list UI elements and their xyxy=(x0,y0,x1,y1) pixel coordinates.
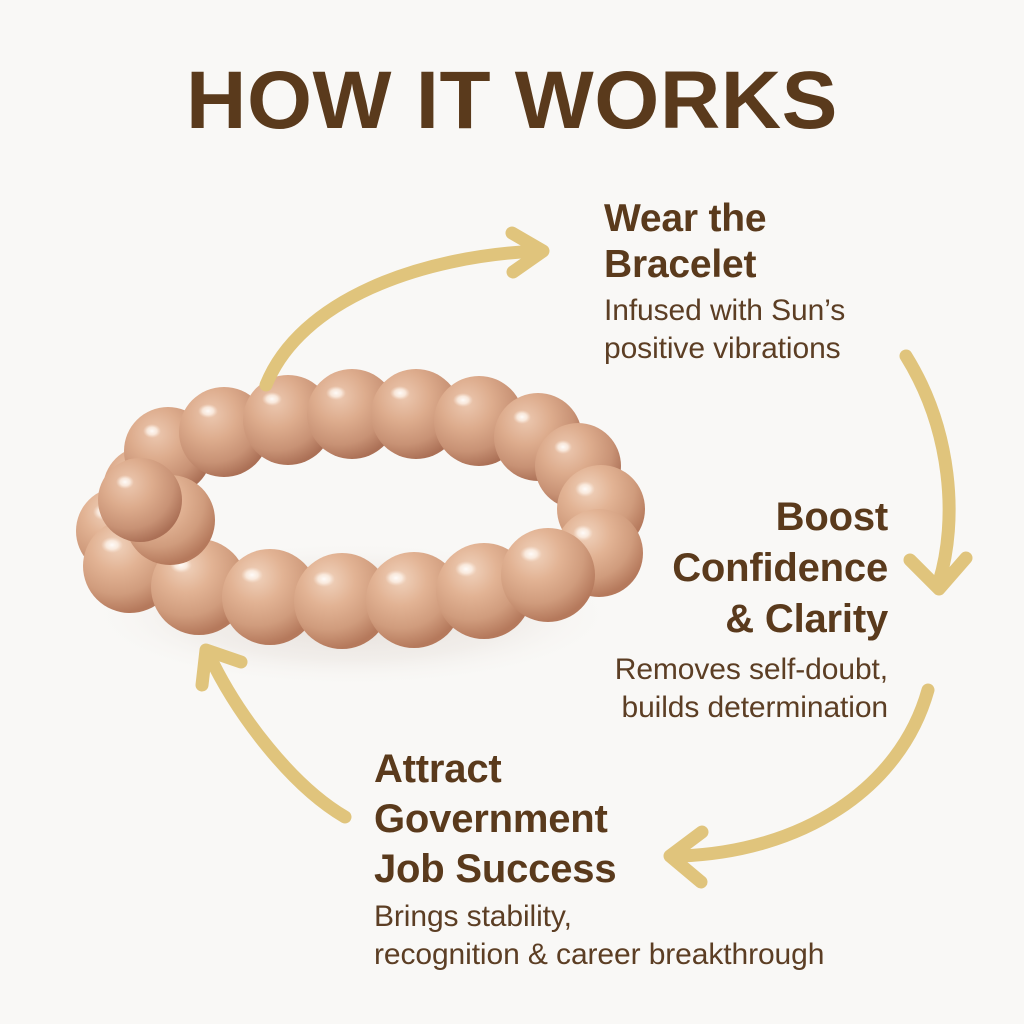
step-attract-government-job-success: Attract Government Job Success Brings st… xyxy=(374,744,934,974)
step-2-description: Removes self-doubt, builds determination xyxy=(486,651,888,727)
step-1-title-line-2: Bracelet xyxy=(604,243,757,286)
step-2-title-line-2: Confidence xyxy=(672,546,888,590)
bracelet-bead-front-row xyxy=(83,458,595,649)
step-boost-confidence-and-clarity: Boost Confidence & Clarity Removes self-… xyxy=(486,492,888,727)
step-2-title-line-3: & Clarity xyxy=(725,597,888,641)
step-2-title-line-1: Boost xyxy=(775,495,889,539)
step-3-title: Attract Government Job Success xyxy=(374,744,934,894)
step-2-desc-line-2: builds determination xyxy=(621,691,889,724)
step-1-description: Infused with Sun’s positive vibrations xyxy=(604,292,934,368)
step-3-title-line-2: Government xyxy=(374,797,608,841)
step-3-desc-line-2: recognition & career breakthrough xyxy=(374,938,825,971)
step-2-desc-line-1: Removes self-doubt, xyxy=(614,653,888,686)
step-3-description: Brings stability, recognition & career b… xyxy=(374,898,934,974)
step-1-title: Wear the Bracelet xyxy=(604,196,934,288)
step-3-title-line-3: Job Success xyxy=(374,847,617,891)
step-3-title-line-1: Attract xyxy=(374,747,502,791)
step-1-desc-line-1: Infused with Sun’s xyxy=(604,294,846,327)
step-1-desc-line-2: positive vibrations xyxy=(604,332,841,365)
step-3-desc-line-1: Brings stability, xyxy=(374,900,572,933)
page-title: HOW IT WORKS xyxy=(186,55,838,146)
step-1-title-line-1: Wear the xyxy=(604,197,767,240)
step-2-title: Boost Confidence & Clarity xyxy=(486,492,888,645)
step-wear-the-bracelet: Wear the Bracelet Infused with Sun’s pos… xyxy=(604,196,934,368)
